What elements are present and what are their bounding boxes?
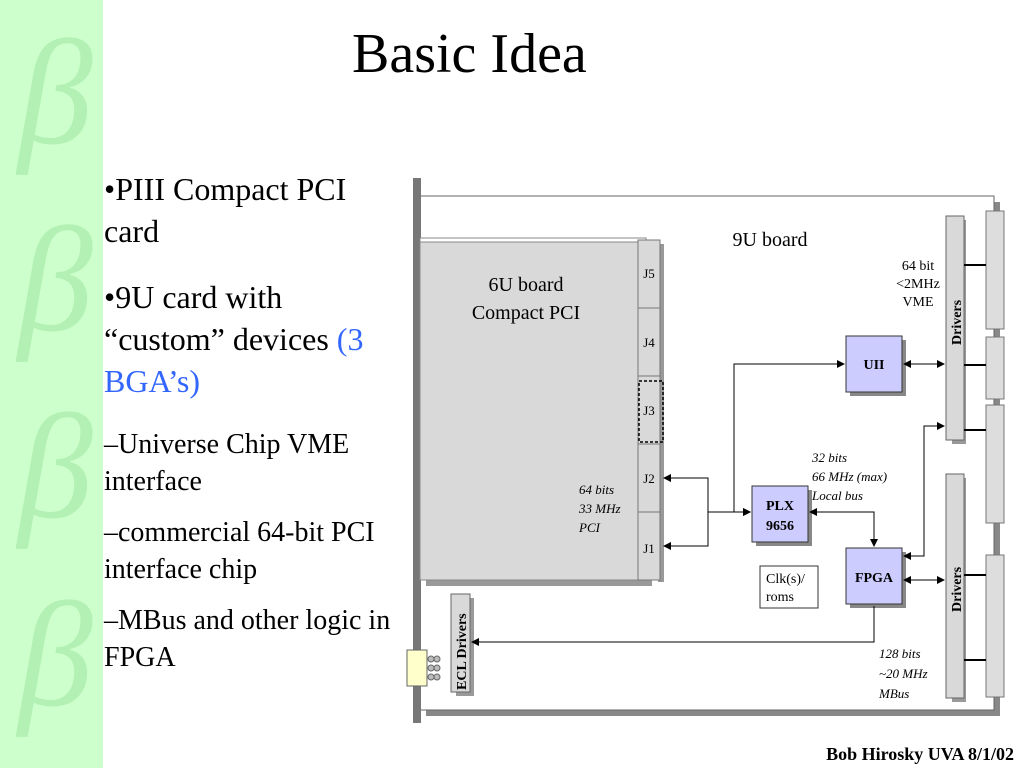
connector-label: J1 [643,541,655,556]
pci-bus-label: PCI [578,520,601,535]
fpga-ecl-arrow [471,606,875,646]
bullet-text: •9U card with “custom” devices [104,279,337,357]
front-panel [413,178,421,723]
vme-connector [985,554,1005,698]
local-bus-label: 66 MHz (max) [812,469,887,484]
vme-connector [985,210,1005,330]
sub-bullet-item: –commercial 64-bit PCI interface chip [104,514,404,588]
sub-bullet-item: –MBus and other logic in FPGA [104,602,404,676]
connector-j3-highlight [638,380,664,443]
uii-chip [845,335,903,393]
bullet-text: –commercial 64-bit PCI interface chip [104,517,375,585]
bullet-item: •PIII Compact PCI card [104,168,404,252]
uii-chip-label: UII [863,358,884,373]
board-6u-label: 6U board [489,274,564,296]
vme-bus-label: 64 bit [902,259,934,274]
local-bus-label: Local bus [811,488,863,503]
connector-label: J4 [643,335,655,350]
ecl-front-connector [406,649,428,687]
plx-chip-label: PLX [766,499,794,514]
mbus-label: ~20 MHz [879,666,928,681]
drivers-bottom-block [945,473,965,699]
slide-title: Basic Idea [352,23,587,85]
connector-pin [427,664,435,672]
vme-bus-label: VME [902,295,933,310]
clk-roms-box [759,565,819,609]
sub-bullet-item: –Universe Chip VME interface [104,426,404,500]
bullet-list: •PIII Compact PCI card •9U card with “cu… [104,168,404,690]
connector-pin [433,655,441,663]
bullet-text: –Universe Chip VME interface [104,429,350,497]
clk-roms-label: Clk(s)/ [766,572,805,587]
fpga-chip-label: FPGA [855,571,894,586]
plx-chip-label: 9656 [766,519,794,534]
board-6u-label: Compact PCI [472,302,580,324]
beta-symbol: β [18,10,93,176]
connector-pin [427,673,435,681]
local-bus-label: 32 bits [811,450,847,465]
connector-pin [433,664,441,672]
slide-footer: Bob Hirosky UVA 8/1/02 [826,744,1014,764]
drivers-top-block [945,215,965,441]
clk-roms-label: roms [766,590,794,605]
beta-symbol: β [18,572,93,738]
bullet-highlight: (3 BGA’s) [104,321,364,399]
beta-symbol: β [18,384,93,550]
vme-connector [985,404,1005,524]
beta-symbol: β [18,197,93,363]
fpga-vme-arrow [903,422,945,560]
connector-label: J2 [643,471,655,486]
pci-bus-label: 64 bits [579,482,614,497]
connector-pin [427,655,435,663]
ecl-drivers-block [450,593,471,693]
board-6u [419,241,641,581]
ecl-drivers-label: ECL Drivers [455,613,470,690]
board-9u-label: 9U board [733,229,808,251]
vme-bus-label: <2MHz [896,277,940,292]
mbus-label: 128 bits [879,646,921,661]
bullet-item: •9U card with “custom” devices (3 BGA’s) [104,276,404,402]
connector-shadow [658,244,664,582]
mbus-label: MBus [878,686,909,701]
sidebar-decoration: β β β β [0,0,103,768]
vme-connector [985,336,1005,400]
connector-pin [433,673,441,681]
bullet-text: –MBus and other logic in FPGA [104,605,391,673]
drivers-top-label: Drivers [950,299,965,345]
local-bus-arrow [809,508,878,547]
pci-bus-label: 33 MHz [578,501,621,516]
connector-label: J3 [643,403,655,418]
bullet-text: •PIII Compact PCI card [104,171,347,249]
connector-strip [637,239,661,581]
drivers-bottom-label: Drivers [950,566,965,612]
connector-label: J5 [643,266,655,281]
fpga-chip [845,547,903,605]
